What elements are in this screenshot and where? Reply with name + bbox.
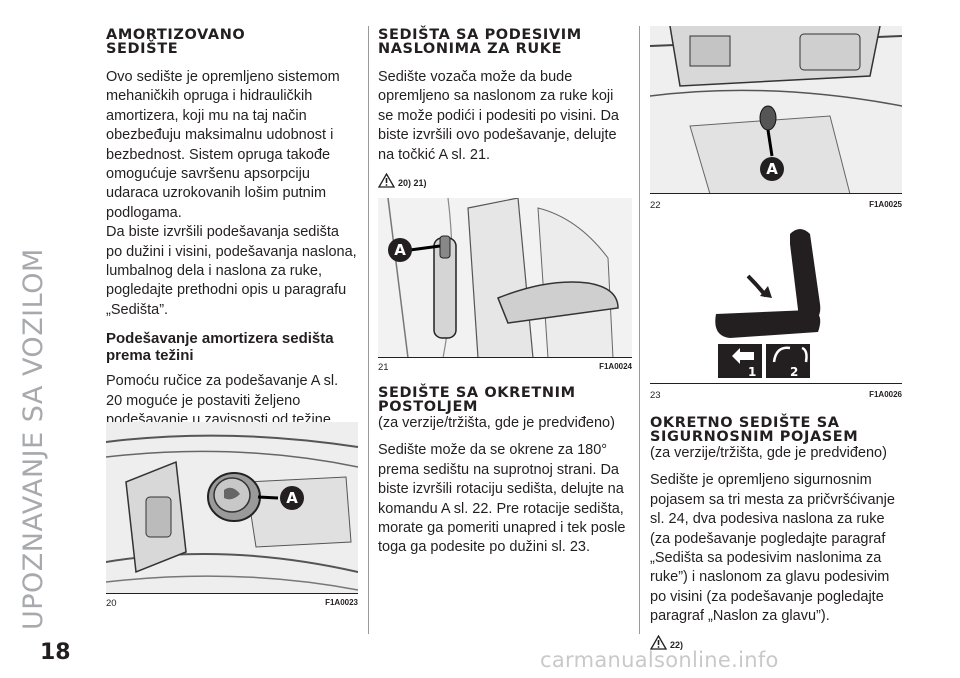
seat-suspension-knob-illustration: A bbox=[106, 422, 358, 593]
figure-number: 23 bbox=[650, 390, 661, 401]
figure-code: F1A0024 bbox=[599, 362, 632, 371]
step-label: 2 bbox=[790, 365, 798, 379]
figure-code: F1A0023 bbox=[325, 598, 358, 607]
figure-caption: 21 F1A0024 bbox=[378, 362, 632, 373]
warning-icon bbox=[378, 173, 395, 188]
watermark: carmanualsonline.info bbox=[540, 648, 779, 672]
figure-image: A bbox=[106, 422, 358, 594]
qualifier-text: (za verzije/tržišta, gde je predviđeno) bbox=[650, 445, 887, 461]
figure-code: F1A0025 bbox=[869, 200, 902, 209]
figure-image: 1 2 bbox=[650, 224, 902, 384]
figure-23: 1 2 23 F1A0026 bbox=[650, 224, 902, 404]
warning-note: 22) bbox=[650, 634, 902, 650]
figure-image: A bbox=[378, 198, 632, 358]
figure-caption: 22 F1A0025 bbox=[650, 200, 902, 211]
callout-label: A bbox=[286, 489, 298, 507]
paragraph: Da biste izvršili podešavanja sedišta po… bbox=[106, 224, 357, 318]
callout-label: A bbox=[394, 241, 406, 259]
figure-code: F1A0026 bbox=[869, 390, 902, 399]
figure-image: A bbox=[650, 26, 902, 194]
warning-icon bbox=[650, 634, 667, 650]
paragraph: Sedište je opremljeno sigurnosnim pojase… bbox=[650, 472, 895, 625]
seat-rotation-diagram: 1 2 bbox=[715, 229, 821, 379]
column-divider bbox=[368, 26, 369, 634]
swivel-control-illustration: A bbox=[650, 26, 902, 193]
figure-number: 20 bbox=[106, 598, 117, 609]
page-number: 18 bbox=[40, 640, 71, 665]
figure-number: 21 bbox=[378, 362, 389, 373]
figure-caption: 23 F1A0026 bbox=[650, 390, 902, 401]
chapter-side-title: UPOZNAVANJE SA VOZILOM bbox=[18, 248, 49, 630]
step-label: 1 bbox=[748, 365, 756, 379]
figure-22: A 22 F1A0025 bbox=[650, 26, 902, 212]
figure-number: 22 bbox=[650, 200, 661, 211]
warning-note: 20) 21) bbox=[378, 173, 632, 188]
subheading: Podešavanje amortizera sedišta prema tež… bbox=[106, 330, 334, 365]
seat-armrest-illustration: A bbox=[378, 198, 632, 357]
figure-21: A 21 F1A0024 bbox=[378, 198, 632, 374]
column-divider bbox=[639, 26, 640, 634]
paragraph: Sedište vozača može da bude opremljeno s… bbox=[378, 69, 619, 163]
qualifier-text: (za verzije/tržišta, gde je predviđeno) bbox=[378, 415, 615, 431]
paragraph: Ovo sedište je opremljeno sistemom mehan… bbox=[106, 69, 340, 221]
callout-label: A bbox=[766, 160, 778, 178]
figure-20: A 20 F1A0023 bbox=[106, 422, 358, 612]
figure-caption: 20 F1A0023 bbox=[106, 598, 358, 609]
paragraph: Sedište može da se okrene za 180° prema … bbox=[378, 442, 626, 556]
